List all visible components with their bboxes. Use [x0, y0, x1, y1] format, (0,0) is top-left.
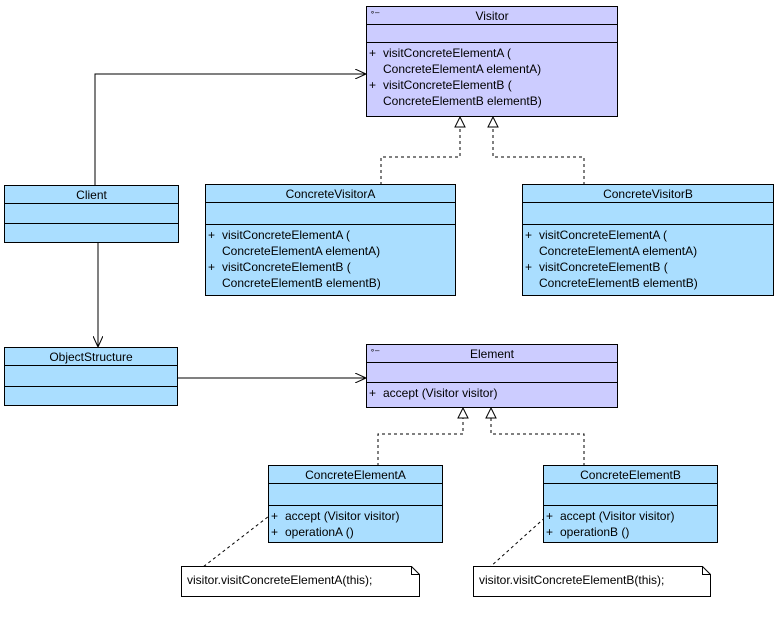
element-class-name: Element — [469, 347, 515, 361]
visitor-class[interactable]: ∘‒ Visitor +visitConcreteElementA ( Conc… — [366, 6, 618, 117]
concreteelementa-realizes-element — [377, 409, 464, 466]
visitor-realization-arrowhead-b — [487, 115, 499, 128]
element-realization-arrowhead-b — [485, 406, 497, 419]
note-a-text: visitor.visitConcreteElementA(this); — [187, 573, 373, 587]
note-a-anchor — [202, 505, 283, 568]
operation: +accept (Visitor visitor) — [546, 509, 675, 523]
concrete-visitor-a-class-name: ConcreteVisitorA — [206, 185, 455, 203]
object-structure-class[interactable]: ObjectStructure — [4, 347, 178, 406]
concrete-element-a-class[interactable]: ConcreteElementA +accept (Visitor visito… — [268, 465, 443, 543]
operation: +visitConcreteElementA ( — [208, 228, 351, 242]
interface-icon: ∘‒ — [370, 346, 380, 355]
element-class-header: ∘‒ Element — [367, 345, 617, 363]
concrete-element-b-attributes — [544, 484, 717, 506]
concretevisitorb-realizes-visitor — [492, 118, 585, 185]
operation-continuation: ConcreteElementA elementA) — [222, 244, 381, 258]
operation-continuation: ConcreteElementB elementB) — [539, 276, 698, 290]
concrete-element-b-class[interactable]: ConcreteElementB +accept (Visitor visito… — [543, 465, 718, 543]
interface-icon: ∘‒ — [370, 8, 380, 17]
visitor-operations: +visitConcreteElementA ( ConcreteElement… — [367, 43, 617, 111]
concrete-element-b-class-name: ConcreteElementB — [544, 466, 717, 484]
concrete-visitor-a-class[interactable]: ConcreteVisitorA +visitConcreteElementA … — [205, 184, 456, 296]
operation: +visitConcreteElementB ( — [208, 260, 351, 274]
concrete-element-a-operations: +accept (Visitor visitor) +operationA () — [269, 506, 442, 542]
note-concrete-element-b[interactable]: visitor.visitConcreteElementB(this); — [473, 566, 711, 597]
concrete-visitor-b-attributes — [523, 203, 773, 225]
concrete-visitor-b-operations: +visitConcreteElementA ( ConcreteElement… — [523, 225, 773, 293]
operation-continuation: ConcreteElementB elementB) — [383, 94, 542, 108]
element-attributes — [367, 363, 617, 383]
concrete-element-b-operations: +accept (Visitor visitor) +operationB () — [544, 506, 717, 542]
concrete-element-a-class-name: ConcreteElementA — [269, 466, 442, 484]
visitor-class-header: ∘‒ Visitor — [367, 7, 617, 25]
client-to-visitor-association — [94, 74, 366, 186]
concreteelementb-realizes-element — [490, 409, 585, 466]
client-class-name: Client — [5, 186, 178, 204]
operation: +visitConcreteElementB ( — [369, 78, 512, 92]
concretevisitora-realizes-visitor — [380, 118, 461, 185]
element-class[interactable]: ∘‒ Element +accept (Visitor visitor) — [366, 344, 618, 408]
operation: +operationB () — [546, 525, 630, 539]
element-realization-arrowhead-a — [457, 406, 469, 419]
operation: +visitConcreteElementA ( — [369, 46, 512, 60]
operation: +accept (Visitor visitor) — [369, 386, 498, 400]
object-structure-class-name: ObjectStructure — [5, 348, 177, 366]
concrete-visitor-b-class[interactable]: ConcreteVisitorB +visitConcreteElementA … — [522, 184, 774, 296]
operation: +visitConcreteElementA ( — [525, 228, 668, 242]
operation-continuation: ConcreteElementB elementB) — [222, 276, 381, 290]
note-concrete-element-a[interactable]: visitor.visitConcreteElementA(this); — [181, 566, 420, 597]
object-structure-attributes — [5, 366, 177, 387]
concrete-visitor-a-attributes — [206, 203, 455, 225]
visitor-class-name: Visitor — [475, 9, 509, 23]
operation: +visitConcreteElementB ( — [525, 260, 668, 274]
operation-continuation: ConcreteElementA elementA) — [539, 244, 698, 258]
operation: +accept (Visitor visitor) — [271, 509, 400, 523]
client-class[interactable]: Client — [4, 185, 179, 243]
concrete-element-a-attributes — [269, 484, 442, 506]
element-operations: +accept (Visitor visitor) — [367, 383, 617, 403]
client-attributes — [5, 204, 178, 224]
visitor-attributes — [367, 25, 617, 43]
note-shape-icon — [181, 566, 420, 597]
visitor-realization-arrowhead-a — [454, 115, 466, 128]
concrete-visitor-a-operations: +visitConcreteElementA ( ConcreteElement… — [206, 225, 455, 293]
note-shape-icon — [473, 566, 711, 597]
operation: +operationA () — [271, 525, 354, 539]
note-b-text: visitor.visitConcreteElementB(this); — [479, 573, 665, 587]
operation-continuation: ConcreteElementA elementA) — [383, 62, 542, 76]
concrete-visitor-b-class-name: ConcreteVisitorB — [523, 185, 773, 203]
